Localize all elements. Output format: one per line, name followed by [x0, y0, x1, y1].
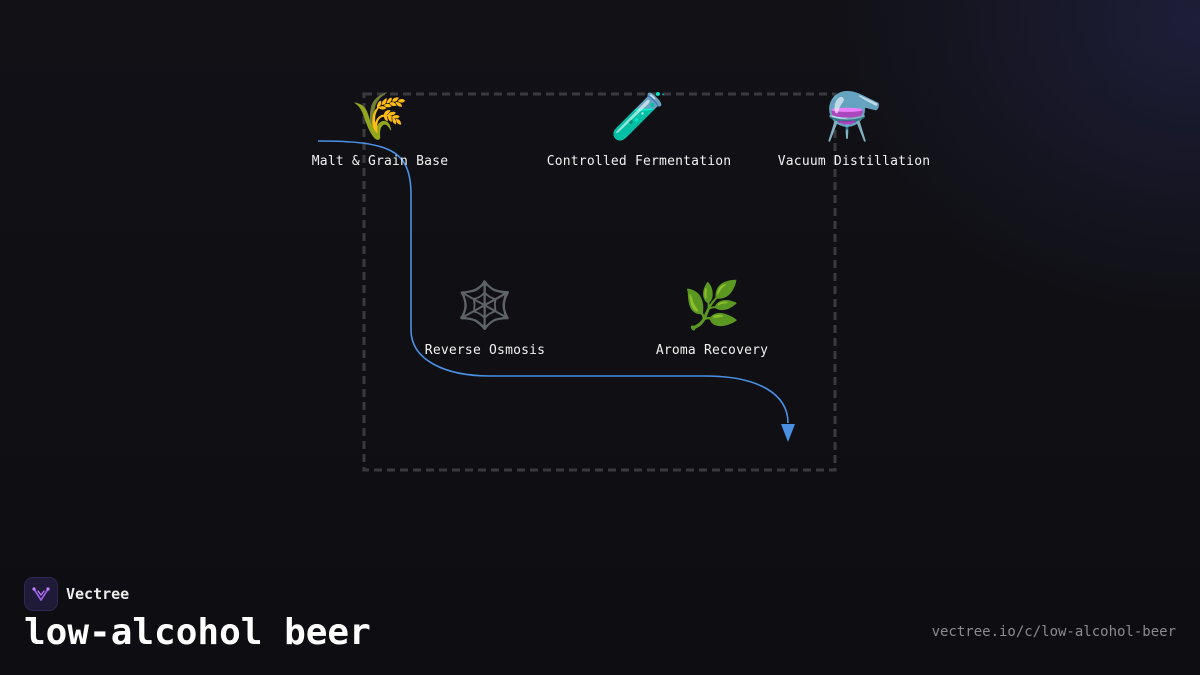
page-url[interactable]: vectree.io/c/low-alcohol-beer	[931, 624, 1176, 640]
flow-connector	[317, 140, 789, 424]
node-label: Malt & Grain Base	[311, 154, 449, 169]
test-tube-icon: 🧪	[610, 89, 668, 143]
page-title: low-alcohol beer	[24, 612, 371, 653]
node-label: Aroma Recovery	[655, 343, 769, 358]
wheat-icon: 🌾	[351, 89, 409, 143]
node-reverse-osmosis: 🕸️ Reverse Osmosis	[375, 277, 595, 358]
alembic-icon: ⚗️	[825, 89, 883, 143]
node-label: Vacuum Distillation	[777, 154, 931, 169]
node-label: Reverse Osmosis	[424, 343, 546, 358]
brand-name: Vectree	[66, 585, 130, 603]
web-icon: 🕸️	[456, 278, 514, 332]
node-aroma-recovery: 🌿 Aroma Recovery	[602, 277, 822, 358]
node-malt-grain-base: 🌾 Malt & Grain Base	[270, 88, 490, 169]
herb-icon: 🌿	[683, 278, 741, 332]
node-label: Controlled Fermentation	[546, 154, 732, 169]
flow-arrowhead	[781, 424, 795, 442]
node-controlled-fermentation: 🧪 Controlled Fermentation	[529, 88, 749, 169]
group-frame	[362, 92, 837, 472]
brand: Vectree	[24, 577, 129, 611]
node-vacuum-distillation: ⚗️ Vacuum Distillation	[744, 88, 964, 169]
vectree-logo-icon	[24, 577, 58, 611]
